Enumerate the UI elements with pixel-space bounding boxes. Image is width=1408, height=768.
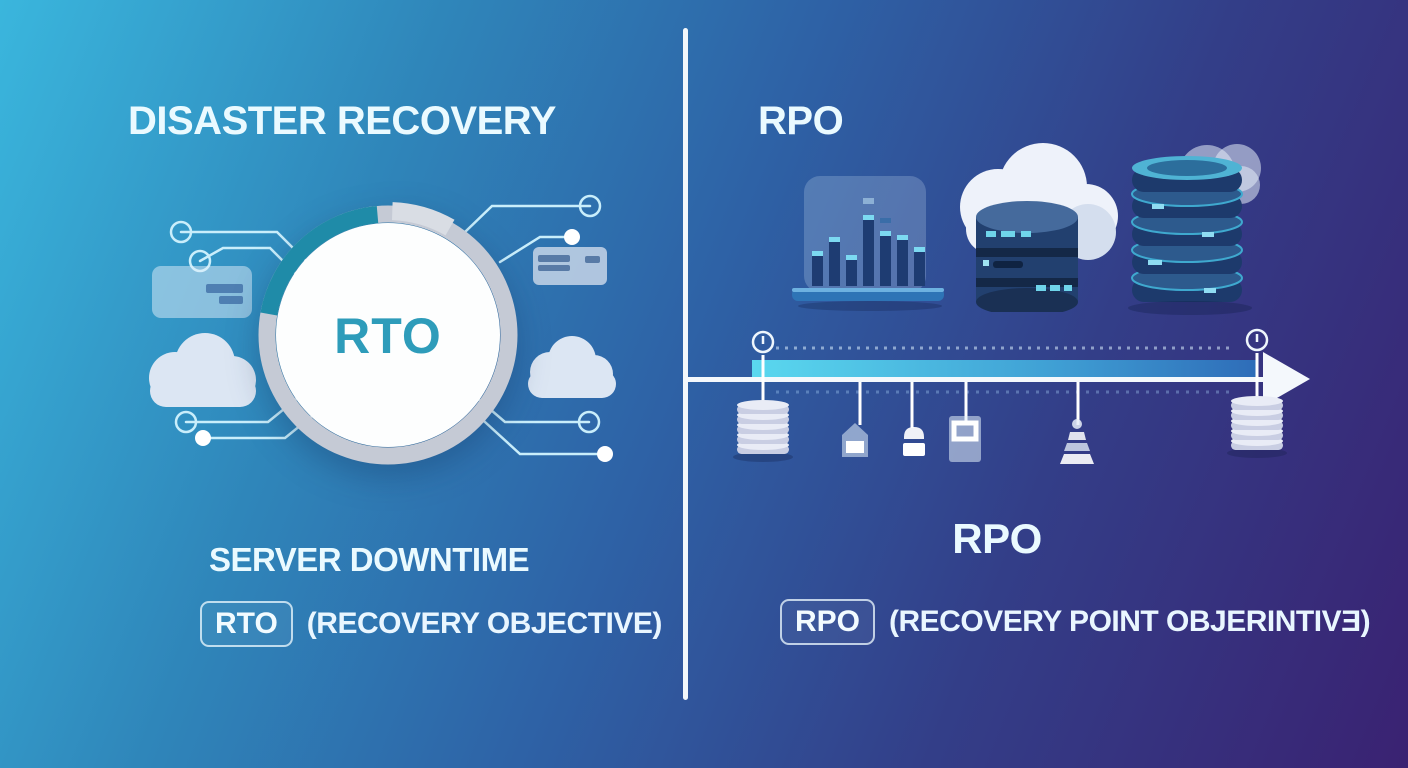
left-subtitle: SERVER DOWNTIME xyxy=(209,541,530,578)
card-stripe xyxy=(219,296,243,304)
timeline-axis xyxy=(686,377,1271,382)
rpo-timeline xyxy=(686,328,1310,464)
window-icon xyxy=(949,416,981,462)
card-icon xyxy=(533,247,607,285)
card-icon xyxy=(152,266,252,318)
panel-divider xyxy=(683,28,688,700)
cloud-icon xyxy=(149,333,616,407)
bar-chart-icon xyxy=(792,176,944,311)
cloud-database-icon xyxy=(960,143,1118,312)
dial-face xyxy=(276,223,500,447)
database-stack-icon xyxy=(733,396,1287,462)
rpo-acronym-caption: (RECOVERY POINT OBJERINTIVƎ) xyxy=(889,605,1371,638)
jar-icon xyxy=(903,427,925,456)
right-acronym-row: RPO (RECOVERY POINT OBJERINTIVƎ) xyxy=(780,599,1371,645)
card-stripe xyxy=(206,284,243,293)
timeline-bar xyxy=(752,360,1258,377)
tag-icon xyxy=(842,423,868,457)
left-acronym-row: RTO (RECOVERY OBJECTIVE) xyxy=(200,601,662,647)
card-stripe xyxy=(585,256,600,263)
disk-stack-icon xyxy=(1128,144,1261,315)
dial-label: RTO xyxy=(334,308,442,364)
dial-ring-notch xyxy=(391,202,455,236)
clock-marker-icon xyxy=(751,328,1269,354)
rto-acronym-box: RTO xyxy=(200,601,293,647)
rto-dial xyxy=(258,202,518,465)
dial-ring xyxy=(258,205,518,465)
left-panel-title: DISASTER RECOVERY xyxy=(128,99,556,143)
rpo-section-label: RPO xyxy=(952,515,1042,562)
disks xyxy=(1131,156,1243,302)
rpo-acronym-box: RPO xyxy=(780,599,876,645)
right-panel-title: RPO xyxy=(758,99,844,143)
cone-icon xyxy=(1060,419,1094,464)
bars xyxy=(812,198,925,286)
database-cylinder xyxy=(976,201,1078,312)
card-stripe xyxy=(538,265,570,271)
timeline-arrow-icon xyxy=(1263,352,1310,406)
rto-acronym-caption: (RECOVERY OBJECTIVE) xyxy=(306,607,663,640)
card-stripe xyxy=(538,255,570,262)
circuit-node-icon xyxy=(195,229,613,462)
dial-progress-arc xyxy=(260,206,379,316)
